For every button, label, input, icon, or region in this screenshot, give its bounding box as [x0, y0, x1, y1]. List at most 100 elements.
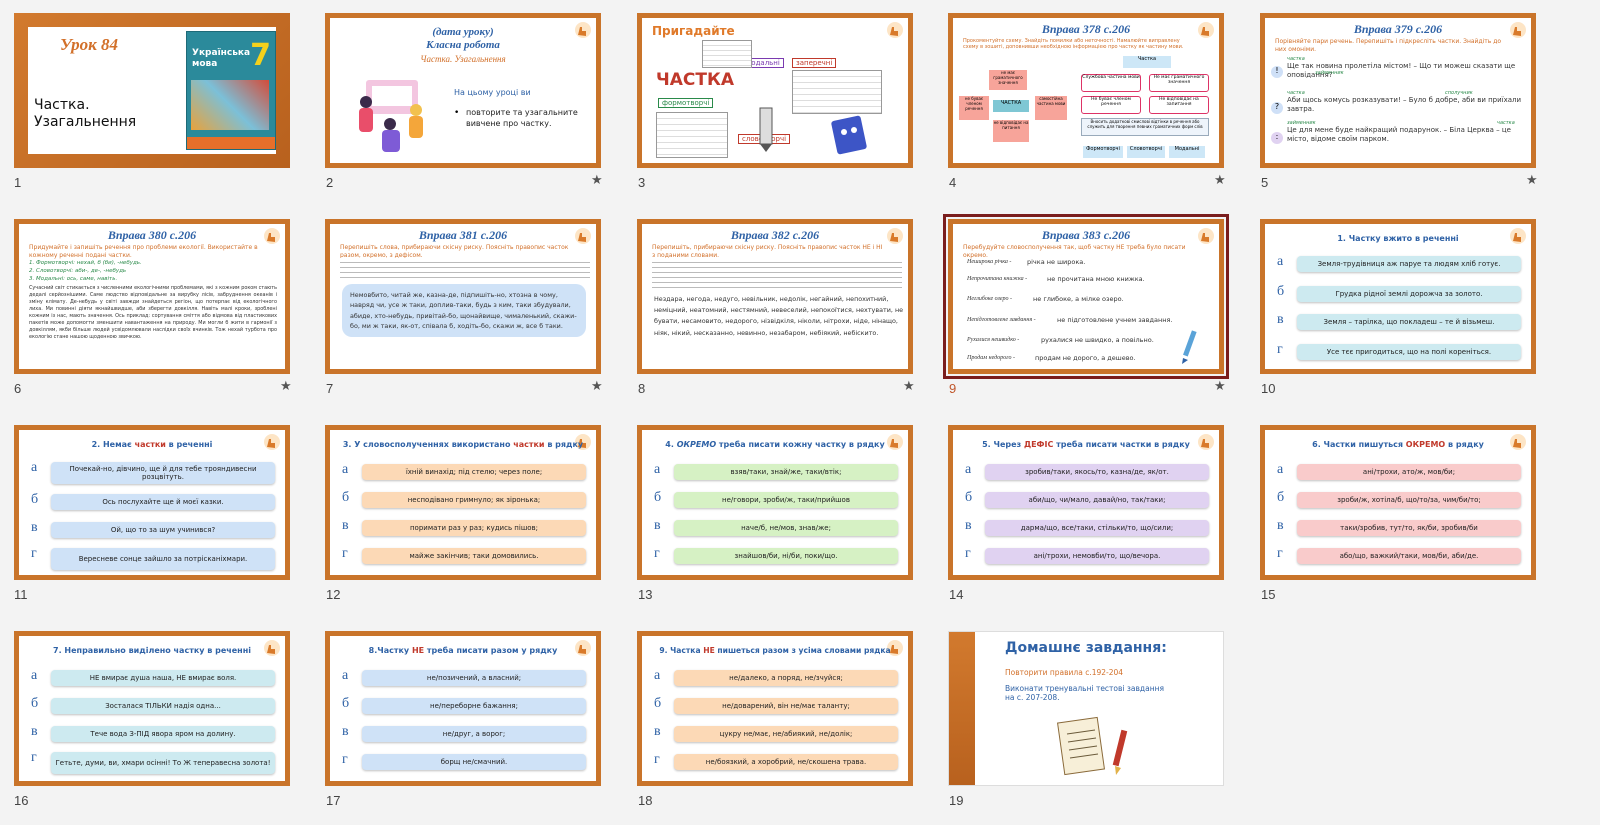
slide-thumbnail-6[interactable]: Вправа 380 с.206 Придумайте і запишіть р…	[14, 219, 290, 374]
slide-thumbnail-12[interactable]: 3. У словосполученнях використано частки…	[325, 425, 601, 580]
slide-thumbnail-9[interactable]: Вправа 383 с.206 Перебудуйте словосполуч…	[943, 214, 1229, 379]
slide-number-1: 1	[14, 175, 22, 190]
scheme-c7: Не має граматичного значення	[1149, 74, 1209, 92]
hint-b: 2. Словотворчі: аби-, де-, -небудь	[29, 268, 127, 274]
slide-thumbnail-17[interactable]: 8.Частку НЕ треба писати разом у рядку а…	[325, 631, 601, 786]
scheme-c3: ЧАСТКА	[993, 100, 1029, 112]
eco-text: Сучасний світ стикається з численними ек…	[29, 285, 277, 340]
star-icon[interactable]: ★	[280, 379, 292, 394]
star-icon[interactable]: ★	[1214, 379, 1226, 394]
tag-formotvorchi: формотворчі	[658, 98, 714, 108]
slide-thumbnail-1[interactable]: Урок 84 Частка. Узагальнення Українська …	[14, 13, 290, 168]
star-icon[interactable]: ★	[591, 173, 603, 188]
question-title: 5. Через ДЕФІС треба писати частки в ряд…	[982, 440, 1190, 449]
hand-pointer-icon	[1510, 22, 1526, 38]
star-icon[interactable]: ★	[1526, 173, 1538, 188]
option-letter: б	[654, 696, 662, 711]
slide-thumbnail-7[interactable]: Вправа 381 с.206 Перепишіть слова, приби…	[325, 219, 601, 374]
hand-pointer-icon	[1198, 434, 1214, 450]
question-title: 2. Немає частки в реченні	[91, 440, 213, 449]
question-title: 3. У словосполученнях використано частки…	[342, 440, 584, 449]
option-text: знайшов/би, ні/би, поки/що.	[674, 548, 898, 564]
slide-thumbnail-3[interactable]: Пригадайте ЧАСТКА формотворчі модальні с…	[637, 13, 913, 168]
question-title: 1. Частку вжито в реченні	[1337, 234, 1459, 243]
option-text: несподівано гримнуло; як зіронька;	[362, 492, 586, 508]
star-icon[interactable]: ★	[903, 379, 915, 394]
option-text: ані/трохи, ато/ж, мов/би;	[1297, 464, 1521, 480]
slide-thumbnail-13[interactable]: 4. ОКРЕМО треба писати кожну частку в ря…	[637, 425, 913, 580]
kind-2: Словотворчі	[1127, 146, 1165, 158]
slide-thumbnail-4[interactable]: Вправа 378 с.206 Прокоментуйте схему. Зн…	[948, 13, 1224, 168]
mark-2b: сполучник	[1445, 90, 1473, 96]
scheme-c9: Не відповідає на запитання	[1149, 96, 1209, 114]
hand-pointer-icon	[887, 22, 903, 38]
hand-pointer-icon	[575, 228, 591, 244]
slide-thumbnail-8[interactable]: Вправа 382 с.206 Перепишіть, прибираючи …	[637, 219, 913, 374]
slide-thumbnail-19[interactable]: Домашнє завдання: Повторити правила с.19…	[948, 631, 1224, 786]
option-text: не/далеко, а поряд, не/зчуйся;	[674, 670, 898, 686]
slide-4-instruction: Прокоментуйте схему. Знайдіть помилки аб…	[963, 38, 1184, 51]
slide-thumbnail-14[interactable]: 5. Через ДЕФІС треба писати частки в ряд…	[948, 425, 1224, 580]
slide-thumbnail-2[interactable]: (дата уроку) Класна робота Частка. Узага…	[325, 13, 601, 168]
hand-pointer-icon	[264, 228, 280, 244]
slide-thumbnail-16[interactable]: 7. Неправильно виділено частку в реченні…	[14, 631, 290, 786]
option-text: або/що, важкий/таки, мов/би, аби/де.	[1297, 548, 1521, 564]
option-text: ані/трохи, немовби/то, що/вечора.	[985, 548, 1209, 564]
star-icon[interactable]: ★	[591, 379, 603, 394]
slide-number-6: 6	[14, 381, 22, 396]
textbook-cover: Українська мова 7	[186, 31, 276, 150]
star-icon[interactable]: ★	[1214, 173, 1226, 188]
slide-5-instruction: Порівняйте пари речень. Перепишіть і під…	[1275, 38, 1502, 53]
slide-thumbnail-5[interactable]: Вправа 379 с.206 Порівняйте пари речень.…	[1260, 13, 1536, 168]
option-text: не/боязкий, а хоробрий, не/скошена трава…	[674, 754, 898, 770]
option-text: не/говори, зроби/ж, таки/прийшов	[674, 492, 898, 508]
exclaim-icon: !	[1271, 66, 1283, 78]
students-illustration	[359, 80, 423, 152]
bullet-dot: •	[454, 108, 460, 118]
option-text: аби/що, чи/мало, давай/но, так/таки;	[985, 492, 1209, 508]
question-icon: ?	[1271, 102, 1283, 114]
slide-thumbnail-18[interactable]: 9. Частка НЕ пишеться разом з усіма слов…	[637, 631, 913, 786]
option-text: Усе тєє пригодиться, що на полі кореніть…	[1297, 344, 1521, 360]
source-lines	[652, 258, 902, 288]
